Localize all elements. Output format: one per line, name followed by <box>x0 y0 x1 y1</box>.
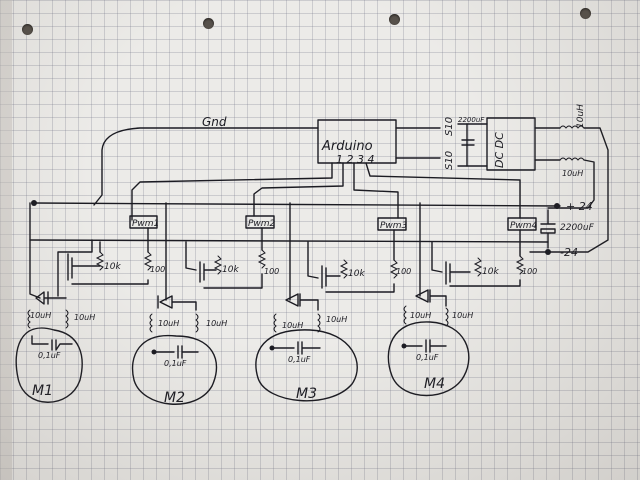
c-m4-label: 0,1uF <box>416 353 439 362</box>
gnd-wire: Gnd <box>93 115 319 206</box>
s10-switch-label-top: S10 <box>444 117 455 136</box>
plus24-label: + 24 <box>566 200 593 213</box>
motor-m2-label: M2 <box>164 390 185 406</box>
pwm4-label: Pwm4 <box>510 221 538 231</box>
l-m2-a-label: 10uH <box>158 319 179 328</box>
dcdc-label: DC DC <box>493 132 506 168</box>
r10k-2-label: 10k <box>222 265 239 275</box>
r100-4-label: 100 <box>522 267 537 276</box>
r100-1-label: 100 <box>150 265 165 274</box>
arduino-pin-numbers: 1 2 3 4 <box>336 153 374 166</box>
arduino-label: Arduino <box>321 139 373 154</box>
l-m3-b-label: 10uH <box>326 315 347 324</box>
channel-3: Pwm3 10k 100 10uH 10uH 0,1uF M3 <box>255 202 411 402</box>
big-cap-label: 2200uF <box>560 223 595 233</box>
gnd-label: Gnd <box>202 115 227 129</box>
dcdc-block: DC DC S10 S10 2200uF 10uH 10uH <box>395 104 609 253</box>
r10k-3-label: 10k <box>348 269 365 279</box>
inductor-right-label: 10uH <box>562 169 583 178</box>
l-m4-b-label: 10uH <box>452 311 473 320</box>
pwm-wires <box>131 162 521 221</box>
motor-m3-label: M3 <box>296 386 317 402</box>
r100-3-label: 100 <box>396 267 411 276</box>
c-m1-label: 0,1uF <box>38 351 61 360</box>
pwm2-label: Pwm2 <box>248 219 276 229</box>
s10-switch-label-bottom: S10 <box>444 151 455 170</box>
r10k-1-label: 10k <box>104 262 121 272</box>
channel-4: Pwm4 10k 100 10uH 10uH 0,1uF M4 <box>387 202 538 397</box>
pwm1-label: Pwm1 <box>132 219 159 229</box>
punch-hole <box>22 24 33 35</box>
punch-hole <box>580 8 591 19</box>
arduino-block: Arduino 1 2 3 4 <box>317 119 397 166</box>
small-cap-label: 2200uF <box>458 116 485 124</box>
channel-1: Pwm1 10k 100 10uH 10uH 0,1uF M1 <box>15 202 165 403</box>
c-m3-label: 0,1uF <box>288 355 311 364</box>
paper-margin-strip <box>0 0 12 480</box>
inductor-top-label: 10uH <box>576 104 586 128</box>
channel-2: Pwm2 10k 100 10uH 10uH 0,1uF M2 <box>131 202 279 406</box>
supply-rails: + 24 -24 2200uF <box>29 200 595 259</box>
pwm3-label: Pwm3 <box>380 221 408 231</box>
minus24-label: -24 <box>560 246 578 259</box>
l-m1-b-label: 10uH <box>74 313 95 322</box>
l-m1-a-label: 10uH <box>30 311 51 320</box>
motor-m4-label: M4 <box>424 376 445 392</box>
r10k-4-label: 10k <box>482 267 499 277</box>
l-m3-a-label: 10uH <box>282 321 303 330</box>
l-m2-b-label: 10uH <box>206 319 227 328</box>
punch-hole <box>203 18 214 29</box>
r100-2-label: 100 <box>264 267 279 276</box>
motor-m1-label: M1 <box>32 383 53 399</box>
c-m2-label: 0,1uF <box>164 359 187 368</box>
punch-hole <box>389 14 400 25</box>
l-m4-a-label: 10uH <box>410 311 431 320</box>
